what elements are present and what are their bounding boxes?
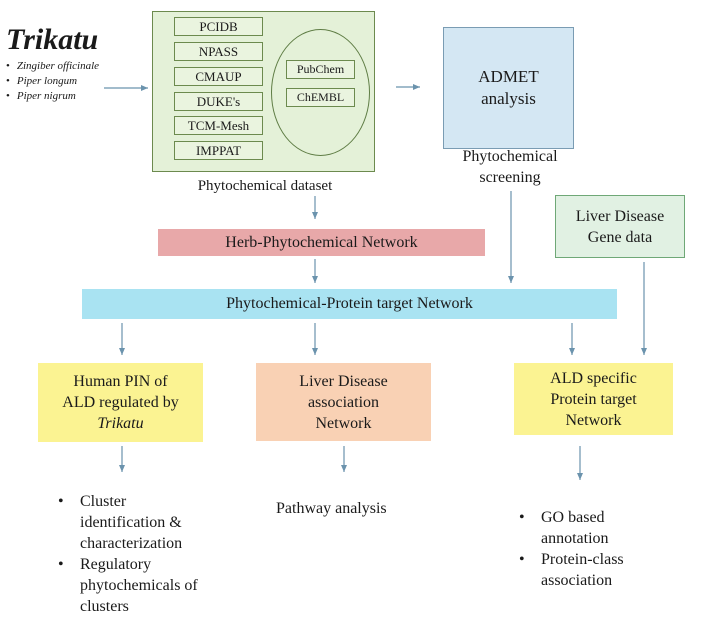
ald-label: Protein target [550, 390, 637, 408]
species-item: Piper longum [6, 74, 99, 89]
ald-output-item: Protein-class association [517, 549, 692, 591]
pathway-analysis-label: Pathway analysis [276, 500, 387, 517]
liver-disease-association-box: Liver Disease association Network [256, 363, 431, 441]
screening-caption: Phytochemical screening [462, 148, 558, 186]
admet-label: analysis [481, 89, 536, 108]
phytochemical-protein-network-box: Phytochemical-Protein target Network [82, 289, 617, 319]
database-box: IMPPAT [174, 141, 263, 160]
ald-output-item: GO based annotation [517, 507, 692, 549]
pin-label: Human PIN of [73, 373, 168, 390]
chem-database-box: ChEMBL [286, 88, 355, 107]
assoc-label: association [307, 393, 380, 411]
ald-output-list: GO based annotation Protein-class associ… [517, 507, 692, 591]
trikatu-title: Trikatu [6, 23, 99, 56]
pin-output-list: Cluster identification & characterizatio… [56, 491, 256, 617]
pin-label: Trikatu [97, 415, 144, 432]
database-box: PCIDB [174, 17, 263, 36]
pin-label: ALD regulated by [62, 394, 179, 411]
assoc-label: Network [315, 414, 372, 432]
ald-label: Network [565, 411, 622, 429]
liver-gene-label: Liver Disease [575, 207, 665, 225]
database-box: CMAUP [174, 67, 263, 86]
chem-database-box: PubChem [286, 60, 355, 79]
liver-gene-label: Gene data [587, 228, 653, 246]
human-pin-box: Human PIN of ALD regulated by Trikatu [38, 363, 203, 442]
database-box: NPASS [174, 42, 263, 61]
chem-database-ellipse [271, 29, 370, 156]
assoc-label: Liver Disease [299, 372, 388, 390]
database-box: DUKE's [174, 92, 263, 111]
species-item: Zingiber officinale [6, 59, 99, 74]
dataset-caption: Phytochemical dataset [197, 178, 333, 194]
admet-box: ADMET analysis [443, 27, 574, 149]
pin-output-item: Regulatory phytochemicals of clusters [56, 554, 256, 617]
liver-disease-gene-data-box: Liver Disease Gene data [555, 195, 685, 258]
admet-label: ADMET [478, 67, 539, 86]
ald-label: ALD specific [550, 369, 637, 387]
species-item: Piper nigrum [6, 89, 99, 104]
species-list: Zingiber officinale Piper longum Piper n… [6, 59, 99, 104]
ald-specific-network-box: ALD specific Protein target Network [514, 363, 673, 435]
pin-output-item: Cluster identification & characterizatio… [56, 491, 256, 554]
herb-phytochemical-network-box: Herb-Phytochemical Network [158, 229, 485, 256]
database-box: TCM-Mesh [174, 116, 263, 135]
